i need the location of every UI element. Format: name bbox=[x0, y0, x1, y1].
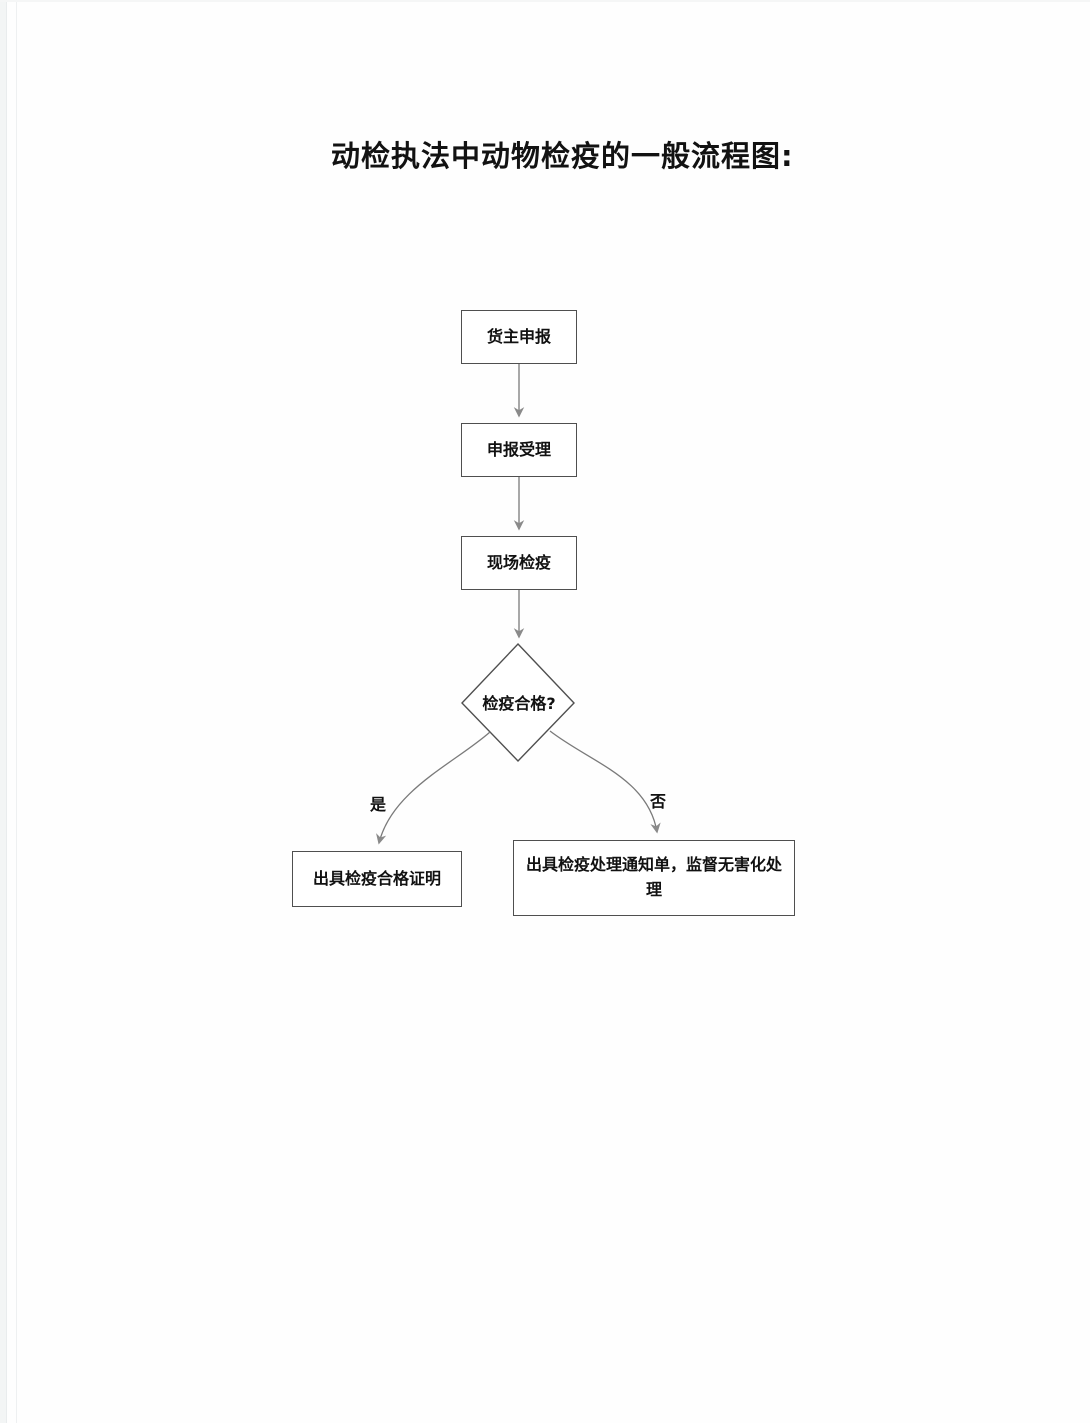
scan-line-artifact bbox=[16, 0, 17, 1423]
connector-yes-branch bbox=[376, 731, 491, 845]
flow-node-issue-treatment-notice: 出具检疫处理通知单，监督无害化处 理 bbox=[513, 840, 795, 916]
page-title: 动检执法中动物检疫的一般流程图: bbox=[331, 139, 794, 173]
flow-node-label: 现场检疫 bbox=[486, 552, 551, 572]
flow-node-decision-label: 检疫合格? bbox=[482, 694, 556, 713]
flow-node-declaration-acceptance: 申报受理 bbox=[461, 423, 577, 477]
flow-node-label: 出具检疫合格证明 bbox=[312, 868, 441, 888]
scan-edge-artifact-left bbox=[0, 0, 7, 1423]
connector-no-branch bbox=[549, 730, 661, 834]
flow-node-owner-declaration: 货主申报 bbox=[461, 310, 577, 364]
edge-label-no: 否 bbox=[649, 792, 666, 811]
flow-node-onsite-quarantine: 现场检疫 bbox=[461, 536, 577, 590]
edge-label-yes: 是 bbox=[369, 795, 386, 814]
flow-node-issue-certificate: 出具检疫合格证明 bbox=[292, 851, 462, 907]
flow-node-label: 货主申报 bbox=[486, 326, 551, 346]
scan-edge-artifact-top bbox=[0, 0, 1090, 2]
flow-node-label: 出具检疫处理通知单，监督无害化处 理 bbox=[525, 855, 782, 899]
flow-node-label: 申报受理 bbox=[486, 439, 551, 459]
decision-diamond-shape bbox=[461, 642, 575, 763]
